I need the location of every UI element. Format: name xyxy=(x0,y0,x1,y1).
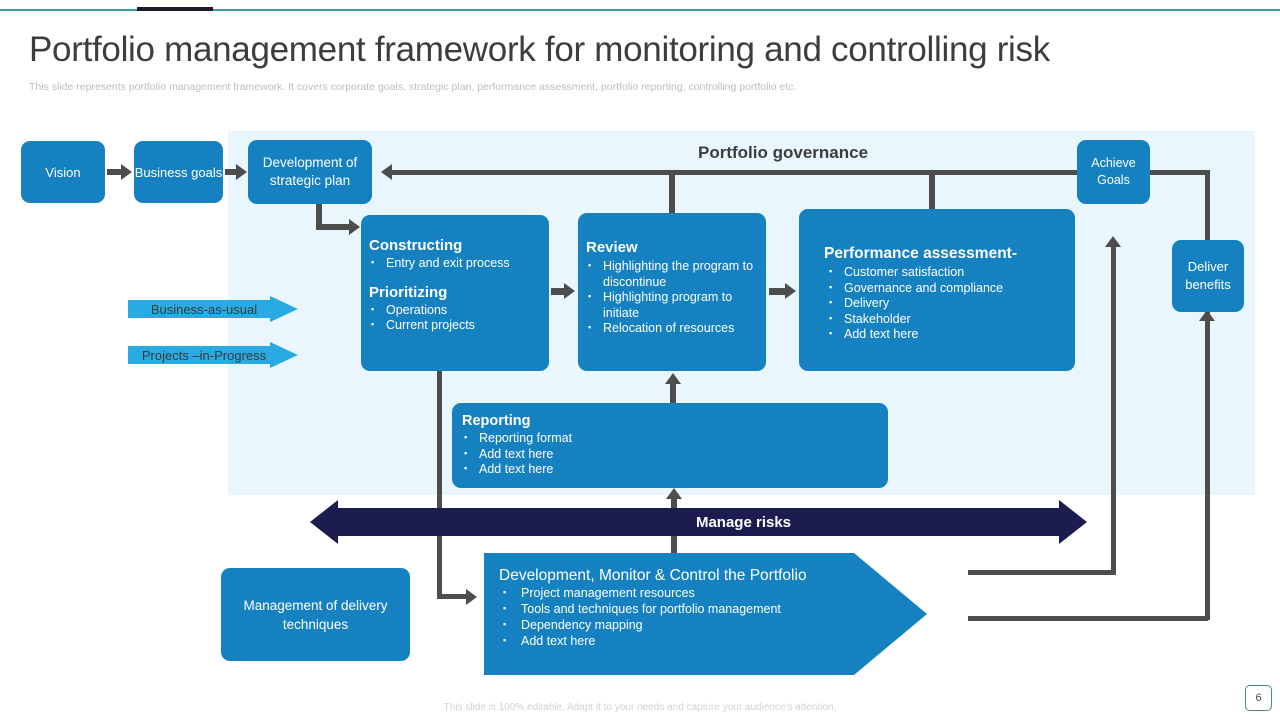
list-item: Delivery xyxy=(827,295,1075,312)
page-number: 6 xyxy=(1245,685,1272,711)
connector-plan-down xyxy=(316,203,322,229)
list-item: Highlighting the program to discontinue xyxy=(586,258,766,290)
connector-governance-return xyxy=(392,170,1077,175)
arrowhead-deliver-benefits xyxy=(1199,310,1215,321)
arrowhead-review-performance xyxy=(785,283,796,299)
connector-constructing-review xyxy=(551,288,567,295)
prioritizing-list: Operations Current projects xyxy=(369,302,549,334)
connector-governance-stem-performance xyxy=(929,170,935,210)
node-achieve-goals[interactable]: Achieve Goals xyxy=(1077,140,1150,204)
node-business-goals[interactable]: Business goals xyxy=(134,141,223,203)
arrowhead-reporting-review xyxy=(665,373,681,384)
connector-achieve-deliver-v xyxy=(1205,170,1210,620)
node-development-monitor-control[interactable]: Development, Monitor & Control the Portf… xyxy=(484,553,927,675)
chevron-business-as-usual-label: Business-as-usual xyxy=(150,301,258,317)
list-item: Customer satisfaction xyxy=(827,264,1075,281)
list-item: Governance and compliance xyxy=(827,280,1075,297)
connector-deliver-bottom-h xyxy=(968,616,1208,621)
page-subtitle: This slide represents portfolio manageme… xyxy=(29,81,797,93)
reporting-list: Reporting format Add text here Add text … xyxy=(462,430,888,478)
node-vision[interactable]: Vision xyxy=(21,141,105,203)
connector-goals-plan xyxy=(225,169,239,175)
connector-constructing-elbow xyxy=(437,594,470,599)
arrowhead-governance-return xyxy=(381,164,392,180)
performance-title: Performance assessment- xyxy=(824,245,1017,262)
spacer xyxy=(369,272,549,284)
connector-plan-right xyxy=(316,224,352,230)
list-item: Dependency mapping xyxy=(499,616,927,633)
node-strategic-plan[interactable]: Development of strategic plan xyxy=(248,140,372,204)
node-constructing-prioritizing[interactable]: Constructing Entry and exit process Prio… xyxy=(361,215,549,371)
connector-vision-goals xyxy=(107,169,123,175)
node-reporting[interactable]: Reporting Reporting format Add text here… xyxy=(452,403,888,488)
list-item: Reporting format xyxy=(462,430,888,447)
arrowhead-to-development xyxy=(466,589,477,605)
list-item: Highlighting program to initiate xyxy=(586,289,766,321)
list-item: Current projects xyxy=(369,317,549,334)
review-title: Review xyxy=(586,239,638,256)
connector-constructing-down xyxy=(437,371,442,599)
reporting-title: Reporting xyxy=(462,413,531,429)
development-list: Project management resources Tools and t… xyxy=(499,584,927,649)
performance-list: Customer satisfaction Governance and com… xyxy=(827,264,1075,343)
connector-return-upper-h xyxy=(968,570,1116,575)
node-deliver-benefits[interactable]: Deliver benefits xyxy=(1172,240,1244,312)
list-item: Stakeholder xyxy=(827,311,1075,328)
arrowhead-constructing-review xyxy=(564,283,575,299)
list-item: Add text here xyxy=(462,461,888,478)
list-item: Add text here xyxy=(499,632,927,649)
constructing-list: Entry and exit process xyxy=(369,255,549,272)
arrowhead-development-managerisks xyxy=(666,488,682,499)
manage-risks-label: Manage risks xyxy=(695,513,792,531)
governance-heading: Portfolio governance xyxy=(698,143,869,162)
connector-governance-stem-review xyxy=(669,170,675,214)
connector-achieve-deliver-h xyxy=(1150,170,1210,175)
list-item: Add text here xyxy=(827,326,1075,343)
page-title: Portfolio management framework for monit… xyxy=(29,30,1050,69)
list-item: Project management resources xyxy=(499,584,927,601)
list-item: Entry and exit process xyxy=(369,255,549,272)
node-performance-assessment[interactable]: Performance assessment- Customer satisfa… xyxy=(799,209,1075,371)
prioritizing-title: Prioritizing xyxy=(369,283,448,301)
chevron-projects-in-progress-label: Projects –in-Progress xyxy=(141,347,267,363)
node-management-delivery-techniques[interactable]: Management of delivery techniques xyxy=(221,568,410,661)
list-item: Tools and techniques for portfolio manag… xyxy=(499,600,927,617)
list-item: Relocation of resources xyxy=(586,320,766,337)
manage-risks-bar[interactable]: Manage risks xyxy=(310,500,1087,544)
chevron-projects-in-progress[interactable]: Projects –in-Progress xyxy=(128,342,298,368)
connector-reporting-review xyxy=(670,382,676,412)
constructing-title: Constructing xyxy=(369,237,463,254)
list-item: Add text here xyxy=(462,446,888,463)
top-rule-active-segment xyxy=(137,7,213,11)
arrowhead-plan-constructing xyxy=(349,219,360,235)
arrowhead-goals-plan xyxy=(236,164,247,180)
chevron-business-as-usual[interactable]: Business-as-usual xyxy=(128,296,298,322)
development-title: Development, Monitor & Control the Portf… xyxy=(499,567,807,584)
footer-note: This slide is 100% editable. Adapt it to… xyxy=(443,702,837,713)
connector-review-performance xyxy=(769,288,787,295)
arrowhead-return-achieve-goals xyxy=(1105,236,1121,247)
arrowhead-vision-goals xyxy=(121,164,132,180)
list-item: Operations xyxy=(369,302,549,319)
top-rule xyxy=(0,9,1280,11)
node-review[interactable]: Review Highlighting the program to disco… xyxy=(578,213,766,371)
connector-return-upper-v xyxy=(1111,246,1116,572)
review-list: Highlighting the program to discontinue … xyxy=(586,258,766,337)
